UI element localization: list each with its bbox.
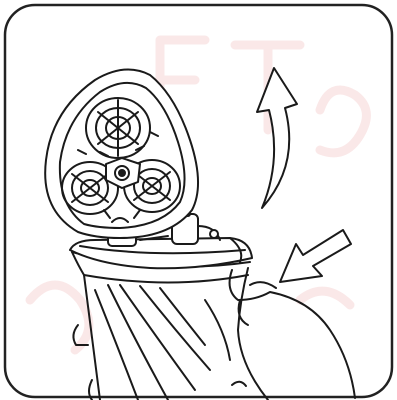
shaver-handle [72,252,268,400]
shaver-rim [70,238,252,268]
drawing-lines [45,68,355,400]
hand [230,270,355,398]
press-direction-arrow-icon [280,230,351,282]
open-direction-arrow-icon [257,68,297,208]
center-hub [106,158,140,188]
cutter-top [86,98,150,158]
shaver-head [45,70,198,238]
